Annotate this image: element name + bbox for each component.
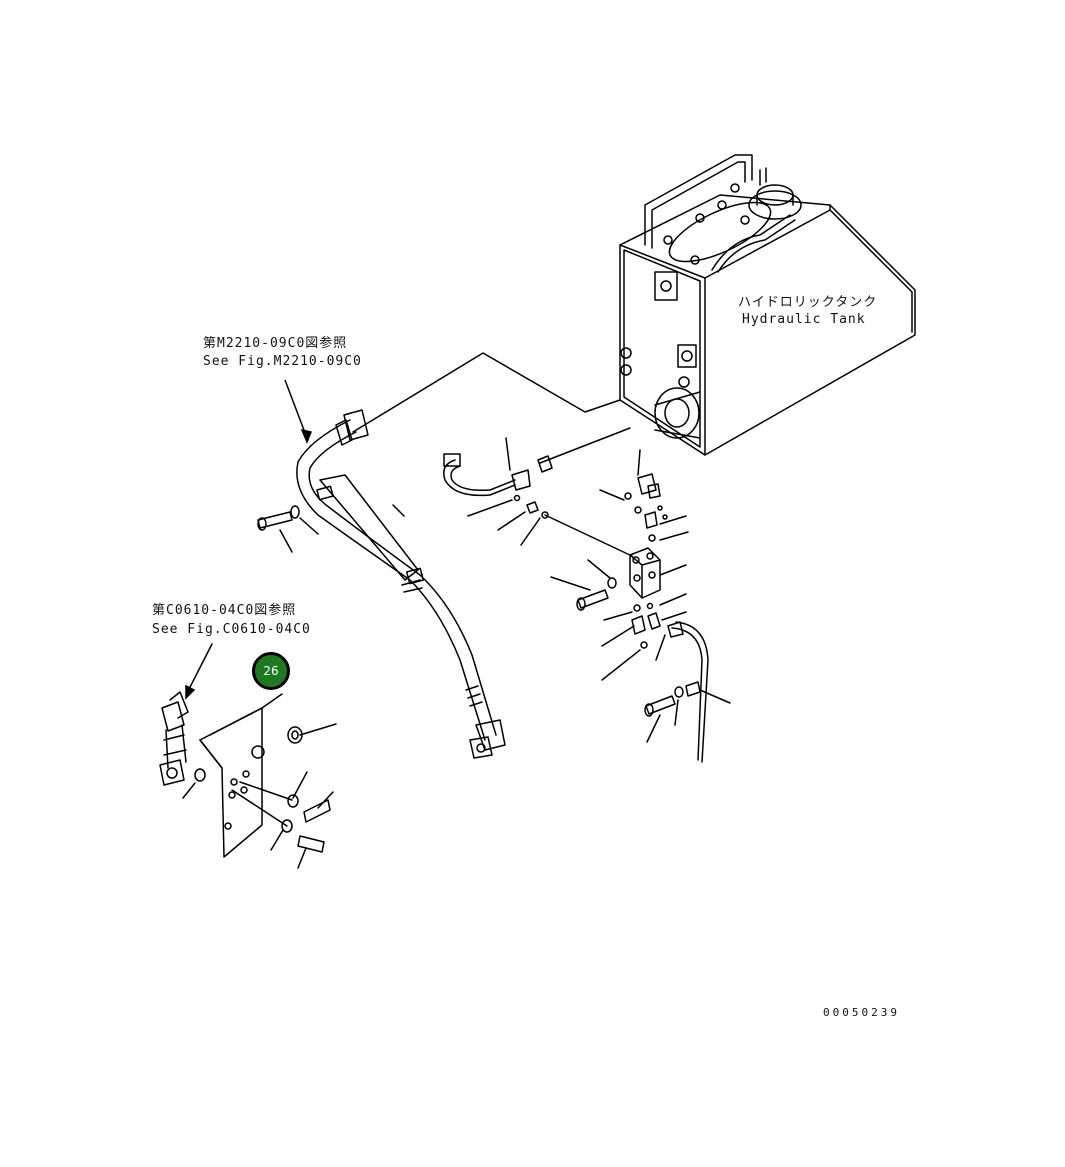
reference-label-2-jp: 第C0610-04C0図参照: [152, 603, 297, 618]
main-hose: [296, 409, 506, 759]
leader-tank-return: [352, 352, 621, 433]
hydraulic-tank: [619, 154, 916, 456]
bolt-left: [257, 505, 300, 531]
reference-label-1-en: See Fig.M2210-09C0: [203, 354, 362, 369]
reference-label-1-jp: 第M2210-09C0図参照: [203, 336, 348, 351]
leader-tank-suction: [539, 427, 631, 464]
manifold-block: [629, 547, 661, 599]
part-callout-26[interactable]: 26: [252, 652, 290, 690]
tank-label-jp: ハイドロリックタンク: [738, 295, 878, 310]
reference-label-2-en: See Fig.C0610-04C0: [152, 622, 311, 637]
filter-assembly: [159, 691, 189, 786]
small-hose: [443, 453, 553, 497]
drawing-number: 00050239: [823, 1006, 900, 1019]
tank-label-en: Hydraulic Tank: [742, 312, 866, 327]
bracket-plate: [199, 707, 265, 858]
